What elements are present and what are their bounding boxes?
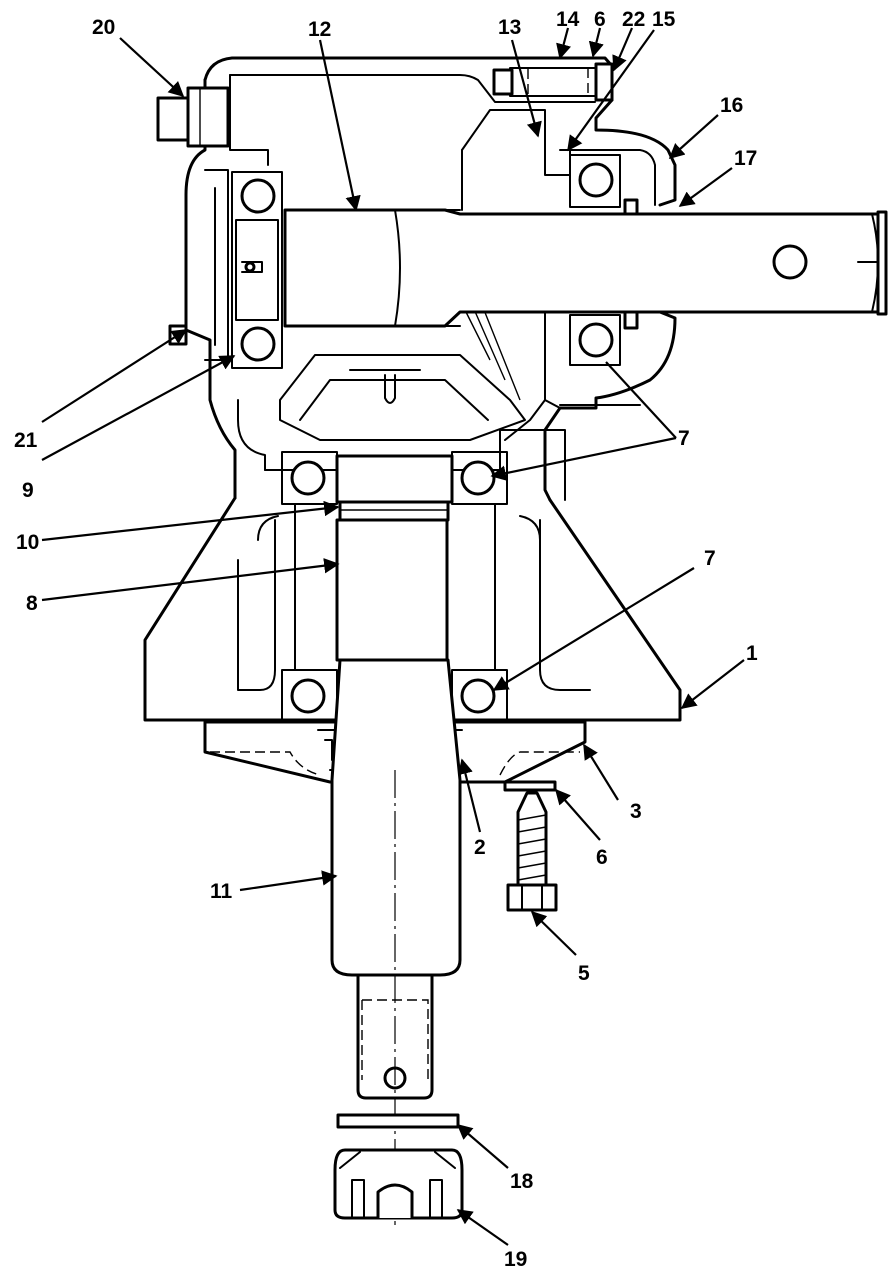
callout-20: 20	[92, 16, 115, 39]
callout-9: 9	[22, 479, 34, 502]
callout-18: 18	[510, 1170, 534, 1193]
castle-nut-19	[333, 1148, 464, 1220]
callout-17: 17	[734, 147, 757, 170]
callout-3: 3	[630, 800, 642, 823]
callout-14: 14	[556, 8, 580, 31]
callout-labels: 20 12 13 14 6 22 15 16 17 21 9 7 10 8 7 …	[14, 8, 758, 1271]
callout-13: 13	[498, 16, 521, 39]
callout-6-bottom: 6	[596, 846, 608, 869]
callout-15: 15	[652, 8, 676, 31]
vertical-shaft-8	[335, 454, 454, 662]
callout-8: 8	[26, 592, 38, 615]
callout-6-top: 6	[594, 8, 606, 31]
callout-16: 16	[720, 94, 743, 117]
bolt-5	[503, 780, 558, 912]
callout-19: 19	[504, 1248, 527, 1271]
upper-right-bearing-area	[461, 109, 639, 409]
leader-lines	[41, 27, 745, 1246]
lock-washer-6	[503, 780, 557, 792]
callout-11: 11	[210, 880, 233, 903]
upper-housing	[184, 56, 677, 502]
callout-1: 1	[746, 642, 758, 665]
left-bearing-9	[168, 171, 283, 369]
callout-21: 21	[14, 429, 38, 452]
callout-2: 2	[474, 836, 486, 859]
cover-bolt-14	[492, 62, 614, 102]
callout-22: 22	[622, 8, 645, 31]
input-shaft-12	[283, 208, 888, 328]
callout-10: 10	[16, 531, 39, 554]
fill-plug-20	[156, 86, 230, 148]
callout-12: 12	[308, 18, 331, 41]
output-shaft-11	[330, 658, 462, 1100]
callout-5: 5	[578, 962, 590, 985]
callout-7-upper: 7	[678, 427, 690, 450]
washer-18	[336, 1113, 460, 1129]
callout-7-lower: 7	[704, 547, 716, 570]
